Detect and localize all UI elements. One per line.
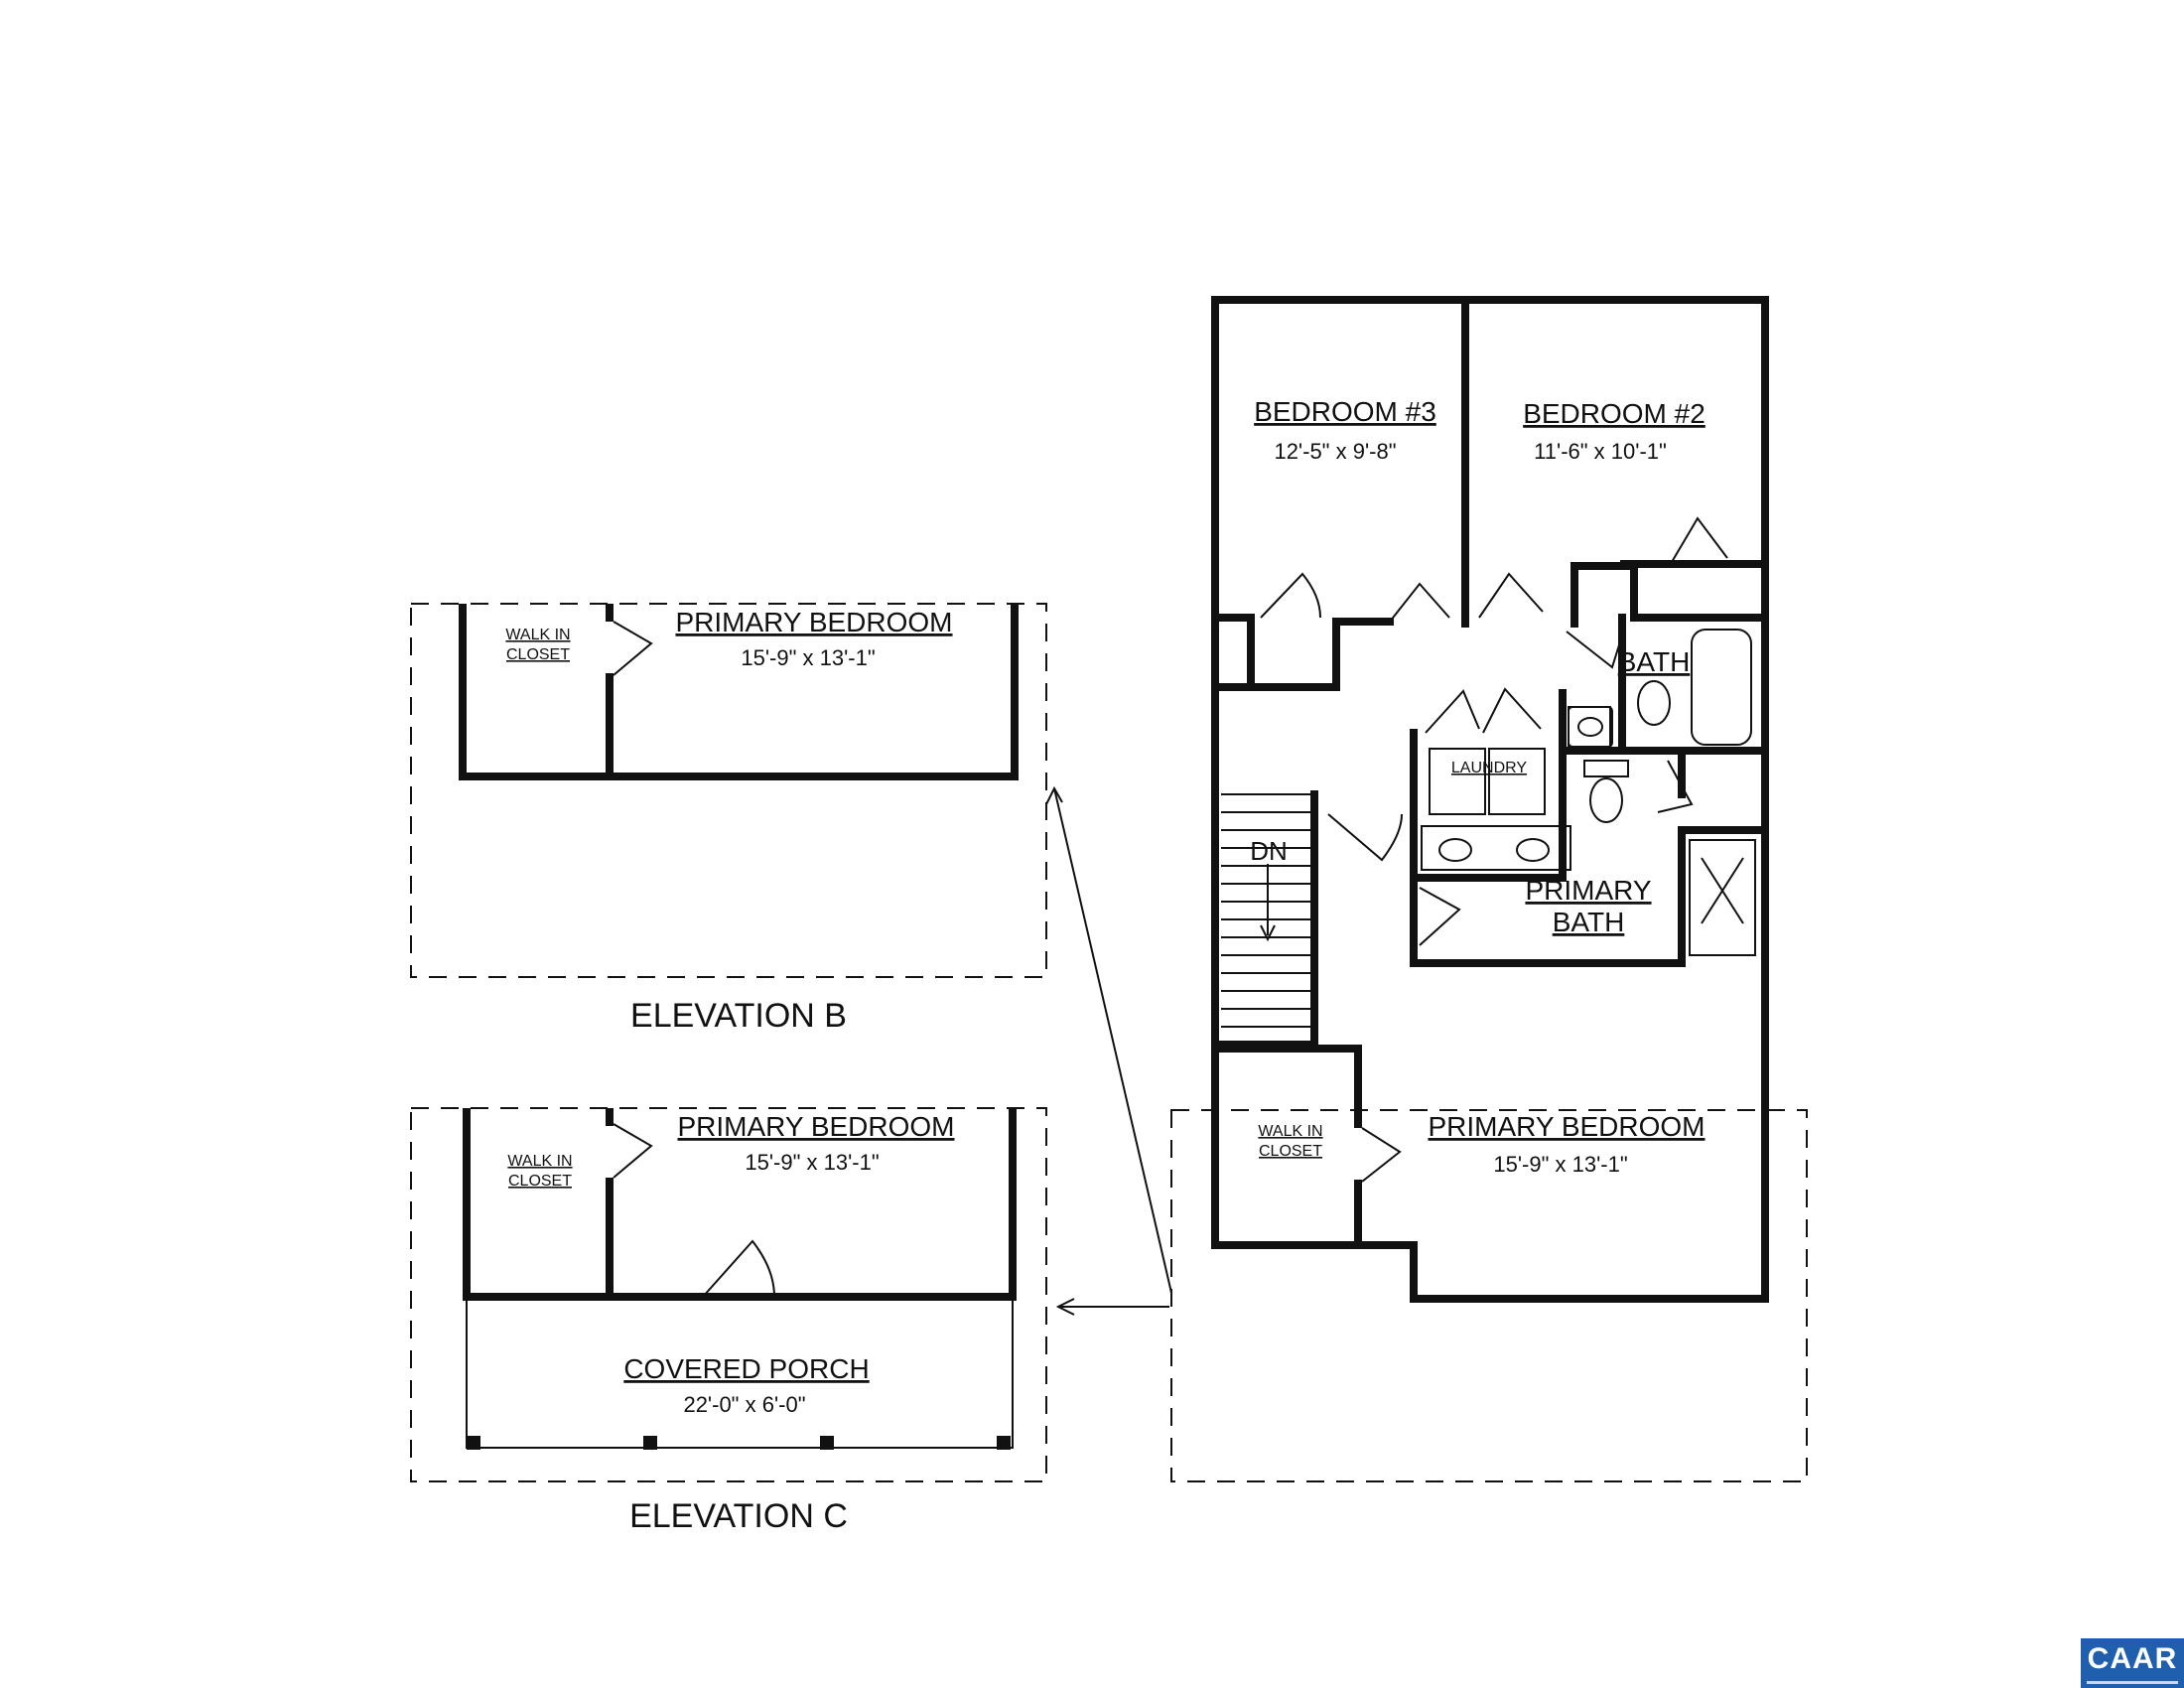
stairs-label: DN (1250, 836, 1288, 866)
door-swing (1566, 631, 1623, 669)
double-vanity (1421, 825, 1571, 871)
porch-dims: 22'-0" x 6'-0" (683, 1392, 805, 1417)
porch-post (997, 1436, 1011, 1450)
arrowhead (1055, 1298, 1075, 1316)
door-swing (613, 621, 653, 676)
primary-bath-label-2: BATH (1553, 907, 1625, 937)
door-swing (1478, 572, 1544, 619)
closet-label-1: WALK IN (1258, 1123, 1322, 1140)
vanity-sink (1516, 838, 1550, 862)
elevation-c-frame (410, 1107, 1047, 1482)
arrow-to-elevation-b (1053, 787, 1172, 1294)
elevation-b-closet-2: CLOSET (506, 646, 570, 663)
primary-bedroom-dims: 15'-9" x 13'-1" (1493, 1152, 1627, 1177)
caar-logo: CAAR (2081, 1638, 2184, 1688)
primary-bath-wall (1410, 826, 1769, 967)
door-swing (1419, 887, 1461, 946)
door-swing (1389, 582, 1450, 623)
elevation-c-bedroom-dims: 15'-9" x 13'-1" (745, 1150, 879, 1175)
primary-bedroom-name: PRIMARY BEDROOM (1428, 1111, 1705, 1142)
bath-sink (1568, 706, 1613, 748)
arrowhead (1045, 785, 1063, 805)
toilet (1637, 680, 1671, 726)
door-swing (1260, 572, 1321, 619)
toilet-tank (1583, 760, 1629, 777)
porch-door-swing (702, 1239, 775, 1298)
bedroom2-dims: 11'-6" x 10'-1" (1534, 439, 1667, 464)
door-swing (1482, 687, 1542, 734)
door-swing (1657, 760, 1694, 813)
porch-post (820, 1436, 834, 1450)
washer (1429, 748, 1486, 815)
door-swing (613, 1123, 653, 1179)
elevation-c-bedroom-name: PRIMARY BEDROOM (677, 1111, 954, 1142)
vanity-sink (1438, 838, 1472, 862)
toilet-tank (1568, 706, 1611, 748)
door-swing (1327, 813, 1403, 862)
elevation-b: WALK IN CLOSET PRIMARY BEDROOM 15'-9" x … (410, 603, 1047, 1035)
elevation-b-closet-1: WALK IN (505, 627, 570, 643)
shower (1689, 839, 1756, 956)
elevation-c-closet-2: CLOSET (508, 1173, 572, 1190)
bedroom3-dims: 12'-5" x 9'-8" (1274, 439, 1396, 464)
porch-post (467, 1436, 480, 1450)
primary-bath-label-1: PRIMARY (1525, 875, 1651, 906)
stair-arrowhead (1260, 924, 1276, 942)
porch-outline (466, 1297, 1014, 1449)
bath-sink-basin (1577, 717, 1603, 737)
elevation-alternate-area (1170, 1109, 1808, 1482)
elevation-c-caption: ELEVATION C (629, 1497, 848, 1535)
elevation-b-walls (459, 604, 1019, 780)
elevation-b-frame (410, 603, 1047, 978)
porch-name: COVERED PORCH (623, 1353, 869, 1384)
door-swing (1425, 689, 1480, 734)
outer-wall (1211, 296, 1769, 1303)
door-swing (1361, 1127, 1402, 1183)
door-swing (1671, 516, 1728, 563)
laundry-wall (1410, 729, 1567, 882)
closet-label-2: CLOSET (1259, 1143, 1322, 1160)
bedroom3-bottom-wall (1211, 614, 1394, 691)
laundry-label: LAUNDRY (1451, 760, 1528, 776)
elevation-c-walls (463, 1108, 1017, 1301)
elevation-b-bedroom-dims: 15'-9" x 13'-1" (741, 645, 875, 670)
elevation-b-bedroom-name: PRIMARY BEDROOM (675, 607, 952, 637)
main-floor-plan: BEDROOM #3 12'-5" x 9'-8" BEDROOM #2 11'… (1170, 296, 1808, 1482)
stair-treads (1221, 793, 1314, 1028)
elevation-c-closet-1: WALK IN (507, 1153, 572, 1170)
dryer (1488, 748, 1546, 815)
bathtub (1691, 629, 1752, 746)
elevation-b-caption: ELEVATION B (630, 997, 847, 1035)
bath-label: BATH (1618, 646, 1691, 677)
bedroom3-name: BEDROOM #3 (1254, 396, 1436, 427)
bedroom2-bottom-wall (1570, 562, 1769, 628)
closet-wall (1211, 1045, 1362, 1128)
elevation-c: WALK IN CLOSET PRIMARY BEDROOM 15'-9" x … (410, 1107, 1047, 1535)
caar-logo-underline (2087, 1681, 2178, 1684)
bedroom2-name: BEDROOM #2 (1523, 398, 1706, 429)
toilet (1589, 777, 1623, 823)
caar-logo-text: CAAR (2087, 1642, 2178, 1675)
porch-post (643, 1436, 657, 1450)
shower-x (1701, 857, 1744, 924)
